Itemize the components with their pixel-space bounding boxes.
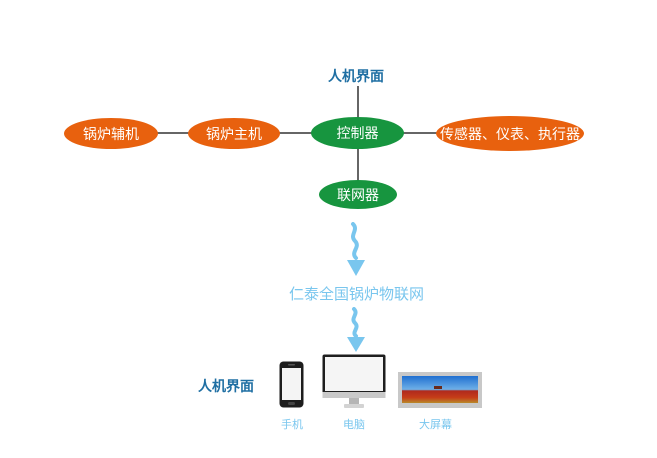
connector-hmi-controller [357,86,359,120]
boiler-aux-node: 锅炉辅机 [64,118,158,149]
connector-controller-sensors [400,132,440,134]
device-label-phone: 手机 [281,418,303,431]
phone-icon [279,361,304,408]
large-screen-icon [398,372,482,408]
iot-platform-label: 仁泰全国锅炉物联网 [289,285,425,303]
bottom-hmi-label: 人机界面 [198,379,254,395]
wavy-arrow-down-icon [347,307,365,352]
connector-aux-main [150,132,210,134]
boiler-main-node: 锅炉主机 [188,118,280,149]
device-label-large-screen: 大屏幕 [419,418,452,431]
connector-controller-networker [357,146,359,182]
device-label-computer: 电脑 [343,418,365,431]
wavy-arrow-down-icon [347,222,365,276]
controller-node: 控制器 [311,117,404,149]
connector-main-controller [270,132,320,134]
monitor-icon [322,354,386,408]
sensors-node: 传感器、仪表、执行器 [436,116,584,151]
top-hmi-label: 人机界面 [328,69,384,85]
networker-node: 联网器 [319,180,397,209]
